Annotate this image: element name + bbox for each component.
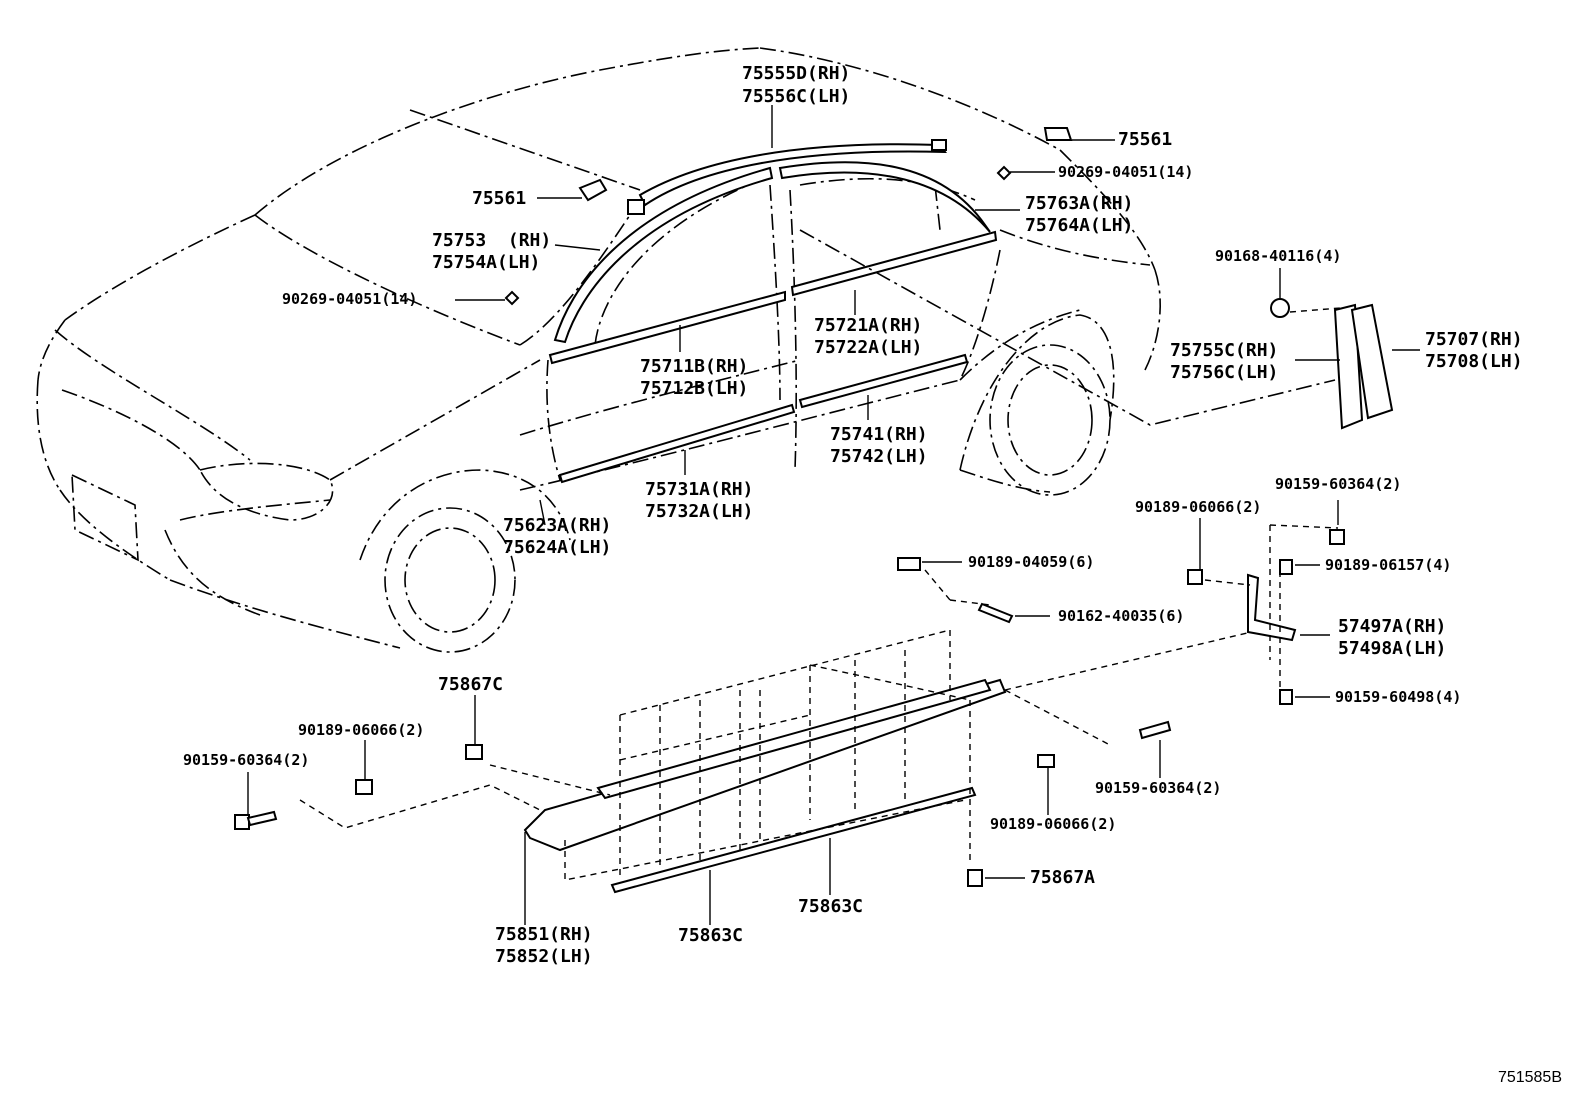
label-75561-left: 75561 bbox=[472, 188, 527, 209]
rocker-panel-assembly bbox=[234, 524, 1345, 894]
label-75867c: 75867C bbox=[438, 674, 504, 695]
label-75756c: 75756C(LH) bbox=[1170, 362, 1279, 383]
quarter-garnish bbox=[799, 229, 1394, 430]
label-57498a: 57498A(LH) bbox=[1338, 638, 1447, 659]
label-75867a: 75867A bbox=[1030, 867, 1096, 888]
label-75555d: 75555D(RH) bbox=[742, 63, 851, 84]
label-90159-60364-mid: 90159-60364(2) bbox=[1095, 779, 1222, 797]
label-75851: 75851(RH) bbox=[495, 924, 593, 945]
label-90189-06066-mid: 90189-06066(2) bbox=[990, 815, 1117, 833]
label-75623a: 75623A(RH) bbox=[503, 515, 612, 536]
label-90189-06157: 90189-06157(4) bbox=[1325, 556, 1452, 574]
label-75852: 75852(LH) bbox=[495, 946, 593, 967]
label-90189-04059: 90189-04059(6) bbox=[968, 553, 1095, 571]
label-90189-06066-top: 90189-06066(2) bbox=[1135, 498, 1262, 516]
label-75863c-right: 75863C bbox=[798, 896, 864, 917]
car-body-outline bbox=[36, 47, 1161, 653]
label-90269-04051-left: 90269-04051(14) bbox=[282, 290, 418, 308]
label-75742: 75742(LH) bbox=[830, 446, 928, 467]
label-75753: 75753 (RH) bbox=[432, 230, 552, 251]
label-90189-06066-left: 90189-06066(2) bbox=[298, 721, 425, 739]
label-75741: 75741(RH) bbox=[830, 424, 928, 445]
label-75754a: 75754A(LH) bbox=[432, 252, 541, 273]
label-90159-60364-top: 90159-60364(2) bbox=[1275, 475, 1402, 493]
label-90269-04051-right: 90269-04051(14) bbox=[1058, 163, 1194, 181]
label-75707: 75707(RH) bbox=[1425, 329, 1523, 350]
label-75755c: 75755C(RH) bbox=[1170, 340, 1279, 361]
label-75561-right: 75561 bbox=[1118, 129, 1173, 150]
label-75712b: 75712B(LH) bbox=[640, 378, 749, 399]
roof-and-window-mouldings bbox=[504, 127, 1073, 484]
label-75732a: 75732A(LH) bbox=[645, 501, 754, 522]
label-75863c-left: 75863C bbox=[678, 925, 744, 946]
label-75722a: 75722A(LH) bbox=[814, 337, 923, 358]
label-90162-40035: 90162-40035(6) bbox=[1058, 607, 1185, 625]
label-90159-60364-left: 90159-60364(2) bbox=[183, 751, 310, 769]
label-90159-60498: 90159-60498(4) bbox=[1335, 688, 1462, 706]
label-75731a: 75731A(RH) bbox=[645, 479, 754, 500]
leader-lines bbox=[247, 105, 1420, 925]
label-75763a: 75763A(RH) bbox=[1025, 193, 1134, 214]
label-75624a: 75624A(LH) bbox=[503, 537, 612, 558]
label-75708: 75708(LH) bbox=[1425, 351, 1523, 372]
diagram-code: 751585B bbox=[1497, 1069, 1562, 1086]
label-75721a: 75721A(RH) bbox=[814, 315, 923, 336]
label-57497a: 57497A(RH) bbox=[1338, 616, 1447, 637]
label-90168-40116: 90168-40116(4) bbox=[1215, 247, 1342, 265]
label-75556c: 75556C(LH) bbox=[742, 86, 851, 107]
label-75764a: 75764A(LH) bbox=[1025, 215, 1134, 236]
label-75711b: 75711B(RH) bbox=[640, 356, 749, 377]
